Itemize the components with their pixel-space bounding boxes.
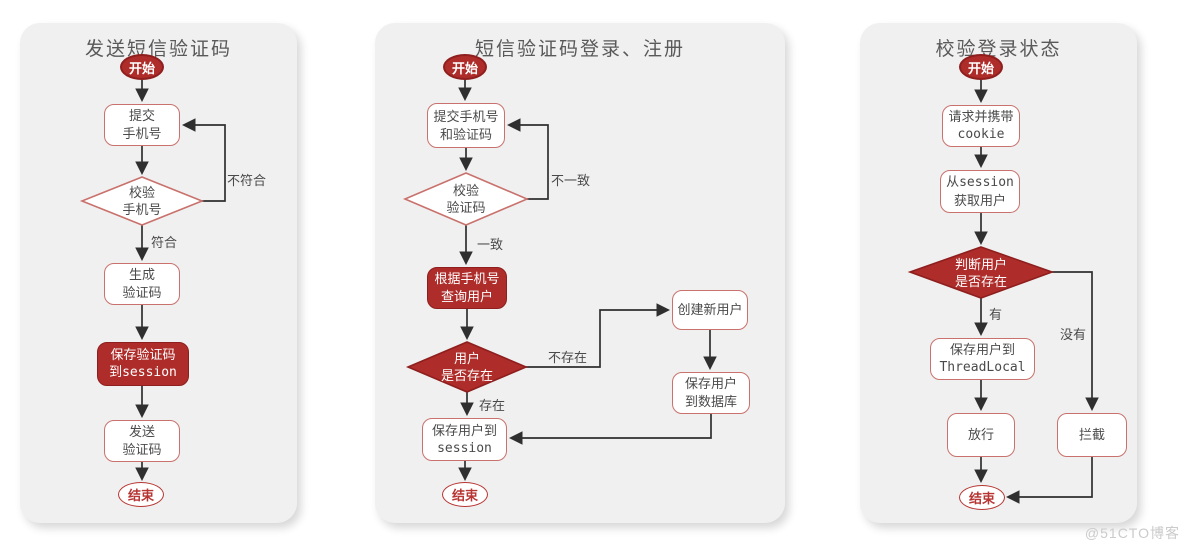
node-save-code-session: 保存验证码 到session <box>97 342 189 386</box>
edge-label-not-exist: 不存在 <box>548 350 588 365</box>
node-text: cookie <box>957 127 1005 142</box>
node-create-user: 创建新用户 <box>672 290 748 330</box>
node-text: 保存用户 <box>684 376 737 391</box>
node-text: 到数据库 <box>684 394 737 409</box>
connector-savedb-to-savesession <box>508 414 712 445</box>
node-text: ThreadLocal <box>939 360 1026 375</box>
node-text: 从session <box>946 174 1014 190</box>
node-submit-phone: 提交 手机号 <box>104 104 180 146</box>
node-text: 提交 <box>128 108 155 123</box>
edge-label-mismatch: 不一致 <box>551 173 591 188</box>
decision-verify-phone-text: 校验 手机号 <box>82 177 202 225</box>
node-text: 是否存在 <box>440 368 493 383</box>
end-label: 结束 <box>968 491 995 506</box>
watermark: @51CTO博客 <box>1084 525 1180 541</box>
node-get-user-session: 从session 获取用户 <box>940 170 1020 213</box>
node-text: 拦截 <box>1078 427 1105 442</box>
node-text: 手机号 <box>122 202 162 217</box>
decision-user-exists-text: 用户 是否存在 <box>408 342 526 392</box>
node-text: 提交手机号 <box>433 108 499 124</box>
node-text: 到session <box>109 365 177 380</box>
decision-judge-user-text: 判断用户 是否存在 <box>910 247 1052 298</box>
node-text: 手机号 <box>122 126 162 141</box>
node-text: 获取用户 <box>953 192 1006 208</box>
node-text: 验证码 <box>446 200 486 215</box>
node-text: 创建新用户 <box>677 302 743 317</box>
decision-judge-user <box>907 246 1055 299</box>
node-save-threadlocal: 保存用户到 ThreadLocal <box>930 338 1035 380</box>
node-request-cookie: 请求并携带 cookie <box>942 105 1020 147</box>
node-send-code: 发送 验证码 <box>104 420 180 462</box>
edge-label-no: 没有 <box>1060 327 1087 342</box>
node-text: 验证码 <box>122 285 162 300</box>
connectors-panel-3 <box>907 80 1099 504</box>
node-text: 放行 <box>967 427 994 442</box>
node-text: 判断用户 <box>954 256 1007 272</box>
decision-verify-code-text: 校验 验证码 <box>405 173 527 225</box>
panel-send-sms-code: 发送短信验证码 开始 提交 手机号 校验 手机号 <box>20 23 297 523</box>
node-text: 请求并携带 <box>948 109 1014 124</box>
panel-title: 校验登录状态 <box>935 39 1062 60</box>
panel-verify-login-status: 校验登录状态 开始 请求并携带 cookie 从session <box>860 23 1137 523</box>
node-text: 保存验证码 <box>110 347 176 362</box>
node-generate-code: 生成 验证码 <box>104 263 180 305</box>
node-pass: 放行 <box>947 413 1015 457</box>
panel-title: 发送短信验证码 <box>84 39 232 60</box>
edge-label-match: 符合 <box>151 235 178 250</box>
node-text: 查询用户 <box>440 289 493 304</box>
node-text: 验证码 <box>122 442 162 457</box>
start-label: 开始 <box>451 60 478 76</box>
connector-notexist-to-create <box>526 303 671 368</box>
node-intercept: 拦截 <box>1057 413 1127 457</box>
connectors-panel-1 <box>79 80 226 482</box>
node-save-user-session: 保存用户到 session <box>422 418 507 461</box>
connectors-panel-2 <box>402 80 717 482</box>
node-save-user-db: 保存用户 到数据库 <box>672 372 750 414</box>
end-node: 结束 <box>442 482 488 507</box>
node-query-user: 根据手机号 查询用户 <box>427 267 507 309</box>
end-node: 结束 <box>118 482 164 507</box>
start-label: 开始 <box>128 60 155 76</box>
start-node: 开始 <box>959 54 1003 80</box>
decision-verify-code <box>402 172 530 226</box>
end-node: 结束 <box>959 485 1005 510</box>
node-text: 生成 <box>128 267 155 282</box>
node-text: 根据手机号 <box>434 271 500 286</box>
end-label: 结束 <box>127 488 154 503</box>
decision-verify-phone <box>79 176 205 226</box>
node-text: 校验 <box>452 183 479 198</box>
node-text: 用户 <box>453 351 480 366</box>
start-node: 开始 <box>443 54 487 80</box>
connector-loop-no-match <box>181 118 226 202</box>
node-text: 校验 <box>128 185 155 200</box>
start-node: 开始 <box>120 54 164 80</box>
node-text: 是否存在 <box>954 273 1007 289</box>
connector-loop-mismatch <box>506 118 549 200</box>
edge-label-yes: 有 <box>989 307 1003 322</box>
node-text: 和验证码 <box>439 126 492 142</box>
end-label: 结束 <box>451 488 478 503</box>
node-submit-phone-code: 提交手机号 和验证码 <box>427 103 505 148</box>
panel-title: 短信验证码登录、注册 <box>474 39 685 60</box>
edge-label-match: 一致 <box>477 237 504 252</box>
decision-user-exists <box>405 341 529 393</box>
node-text: 保存用户到 <box>431 422 497 438</box>
node-text: 保存用户到 <box>949 342 1015 357</box>
node-text: session <box>437 440 492 456</box>
connector-judge-to-intercept <box>1052 271 1099 412</box>
edge-label-exist: 存在 <box>479 398 506 413</box>
start-label: 开始 <box>967 60 994 76</box>
node-text: 发送 <box>128 424 155 439</box>
edge-label-no-match: 不符合 <box>227 173 267 188</box>
panel-sms-login-register: 短信验证码登录、注册 开始 提交手机号 和验证码 <box>375 23 785 523</box>
connector-intercept-to-end <box>1005 457 1093 504</box>
